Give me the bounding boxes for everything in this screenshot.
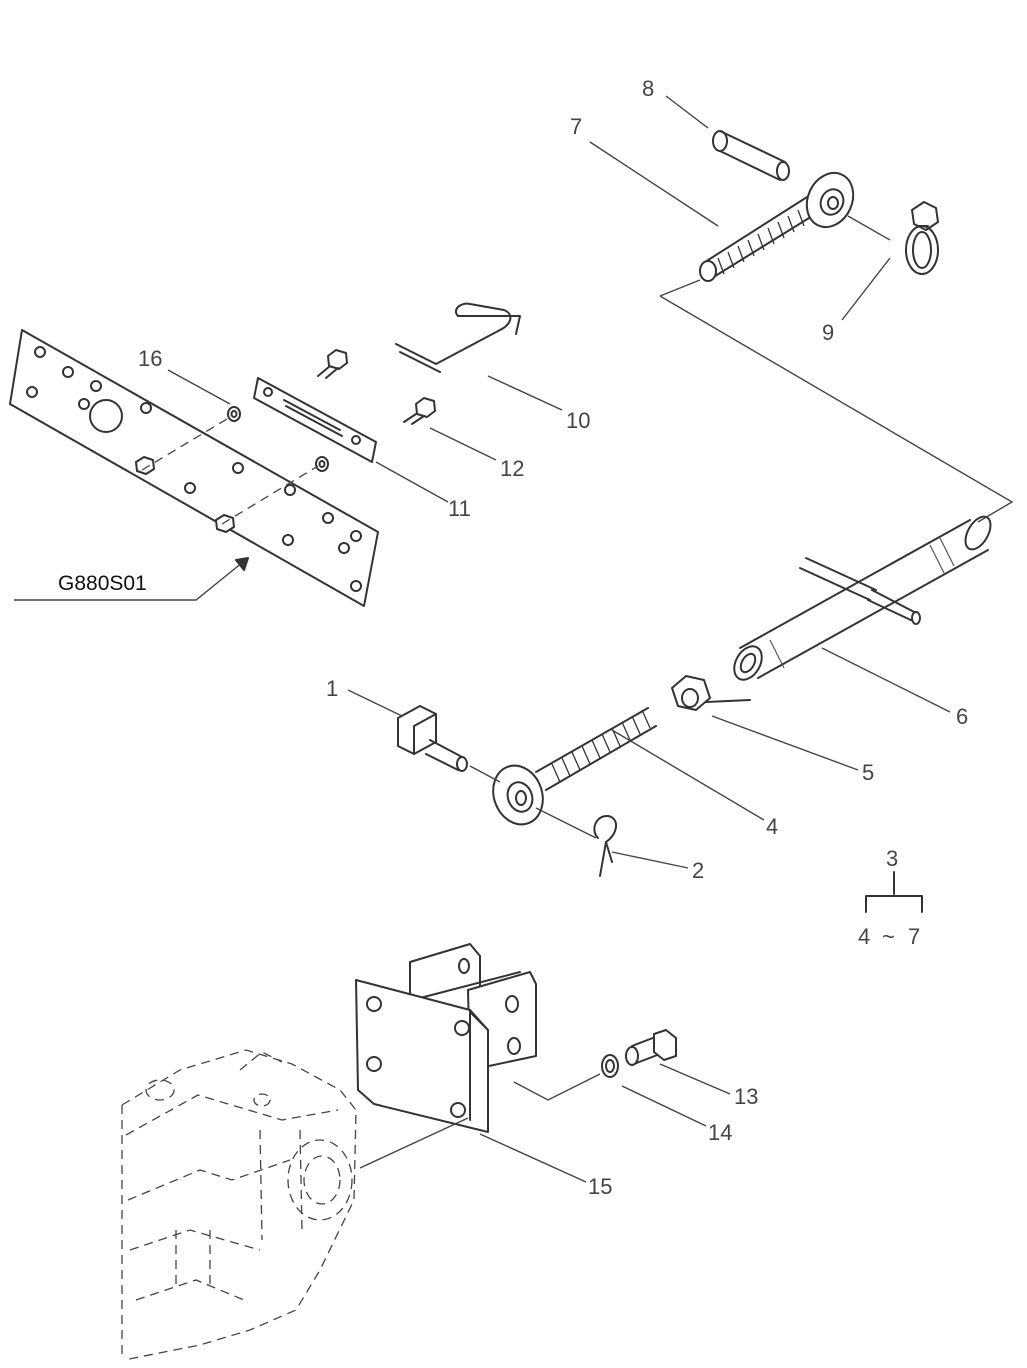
callout-2: 2 [692,858,704,883]
part-7-threaded-eye-rod [699,171,855,282]
group-label-3: 3 [886,846,898,871]
callout-13: 13 [734,1084,758,1109]
part-11-slotted-bracket [253,377,377,463]
group-bracket-labels: 3 4 ~ 7 [858,846,920,949]
part-13-bolt [625,1029,677,1066]
callout-9: 9 [822,320,834,345]
group-label-from: 4 [858,924,870,949]
mounting-plate [9,329,379,607]
group-label-tilde: ~ [882,924,895,949]
group-label-to: 7 [908,924,920,949]
part-1-clevis-pin [397,705,468,772]
part-6-main-shaft [733,515,992,681]
callout-7: 7 [570,114,582,139]
callout-labels: 8 7 9 16 10 12 11 1 6 5 4 2 13 14 15 [138,76,968,1199]
part-12-bolt-upper [317,349,348,379]
part-8-pin [712,130,790,181]
reference-code-label: G880S01 [58,572,147,595]
part-15-bracket [355,943,537,1133]
part-4-threaded-eye-rod [492,707,657,826]
leader-lines [167,95,951,1183]
part-16-washer [227,406,241,422]
part-9-lynch-pin [905,201,939,275]
part-16-washer-lower [315,456,329,472]
callout-1: 1 [326,676,338,701]
part-10-bent-rod [395,302,521,373]
part-14-washer [601,1054,619,1078]
assembly-lines [14,215,1014,1169]
callout-10: 10 [566,408,590,433]
callout-6: 6 [956,704,968,729]
callout-14: 14 [708,1120,732,1145]
callout-5: 5 [862,760,874,785]
callout-11: 11 [448,496,471,521]
callout-8: 8 [642,76,654,101]
part-5-hex-nut [671,675,751,711]
callout-16: 16 [138,346,162,371]
callout-4: 4 [766,814,778,839]
part-2-r-clip [593,815,617,877]
callout-15: 15 [588,1174,612,1199]
callout-12: 12 [500,456,524,481]
tractor-housing [121,1049,357,1361]
part-12-bolt [403,397,436,425]
group-bracket-3 [865,871,923,913]
